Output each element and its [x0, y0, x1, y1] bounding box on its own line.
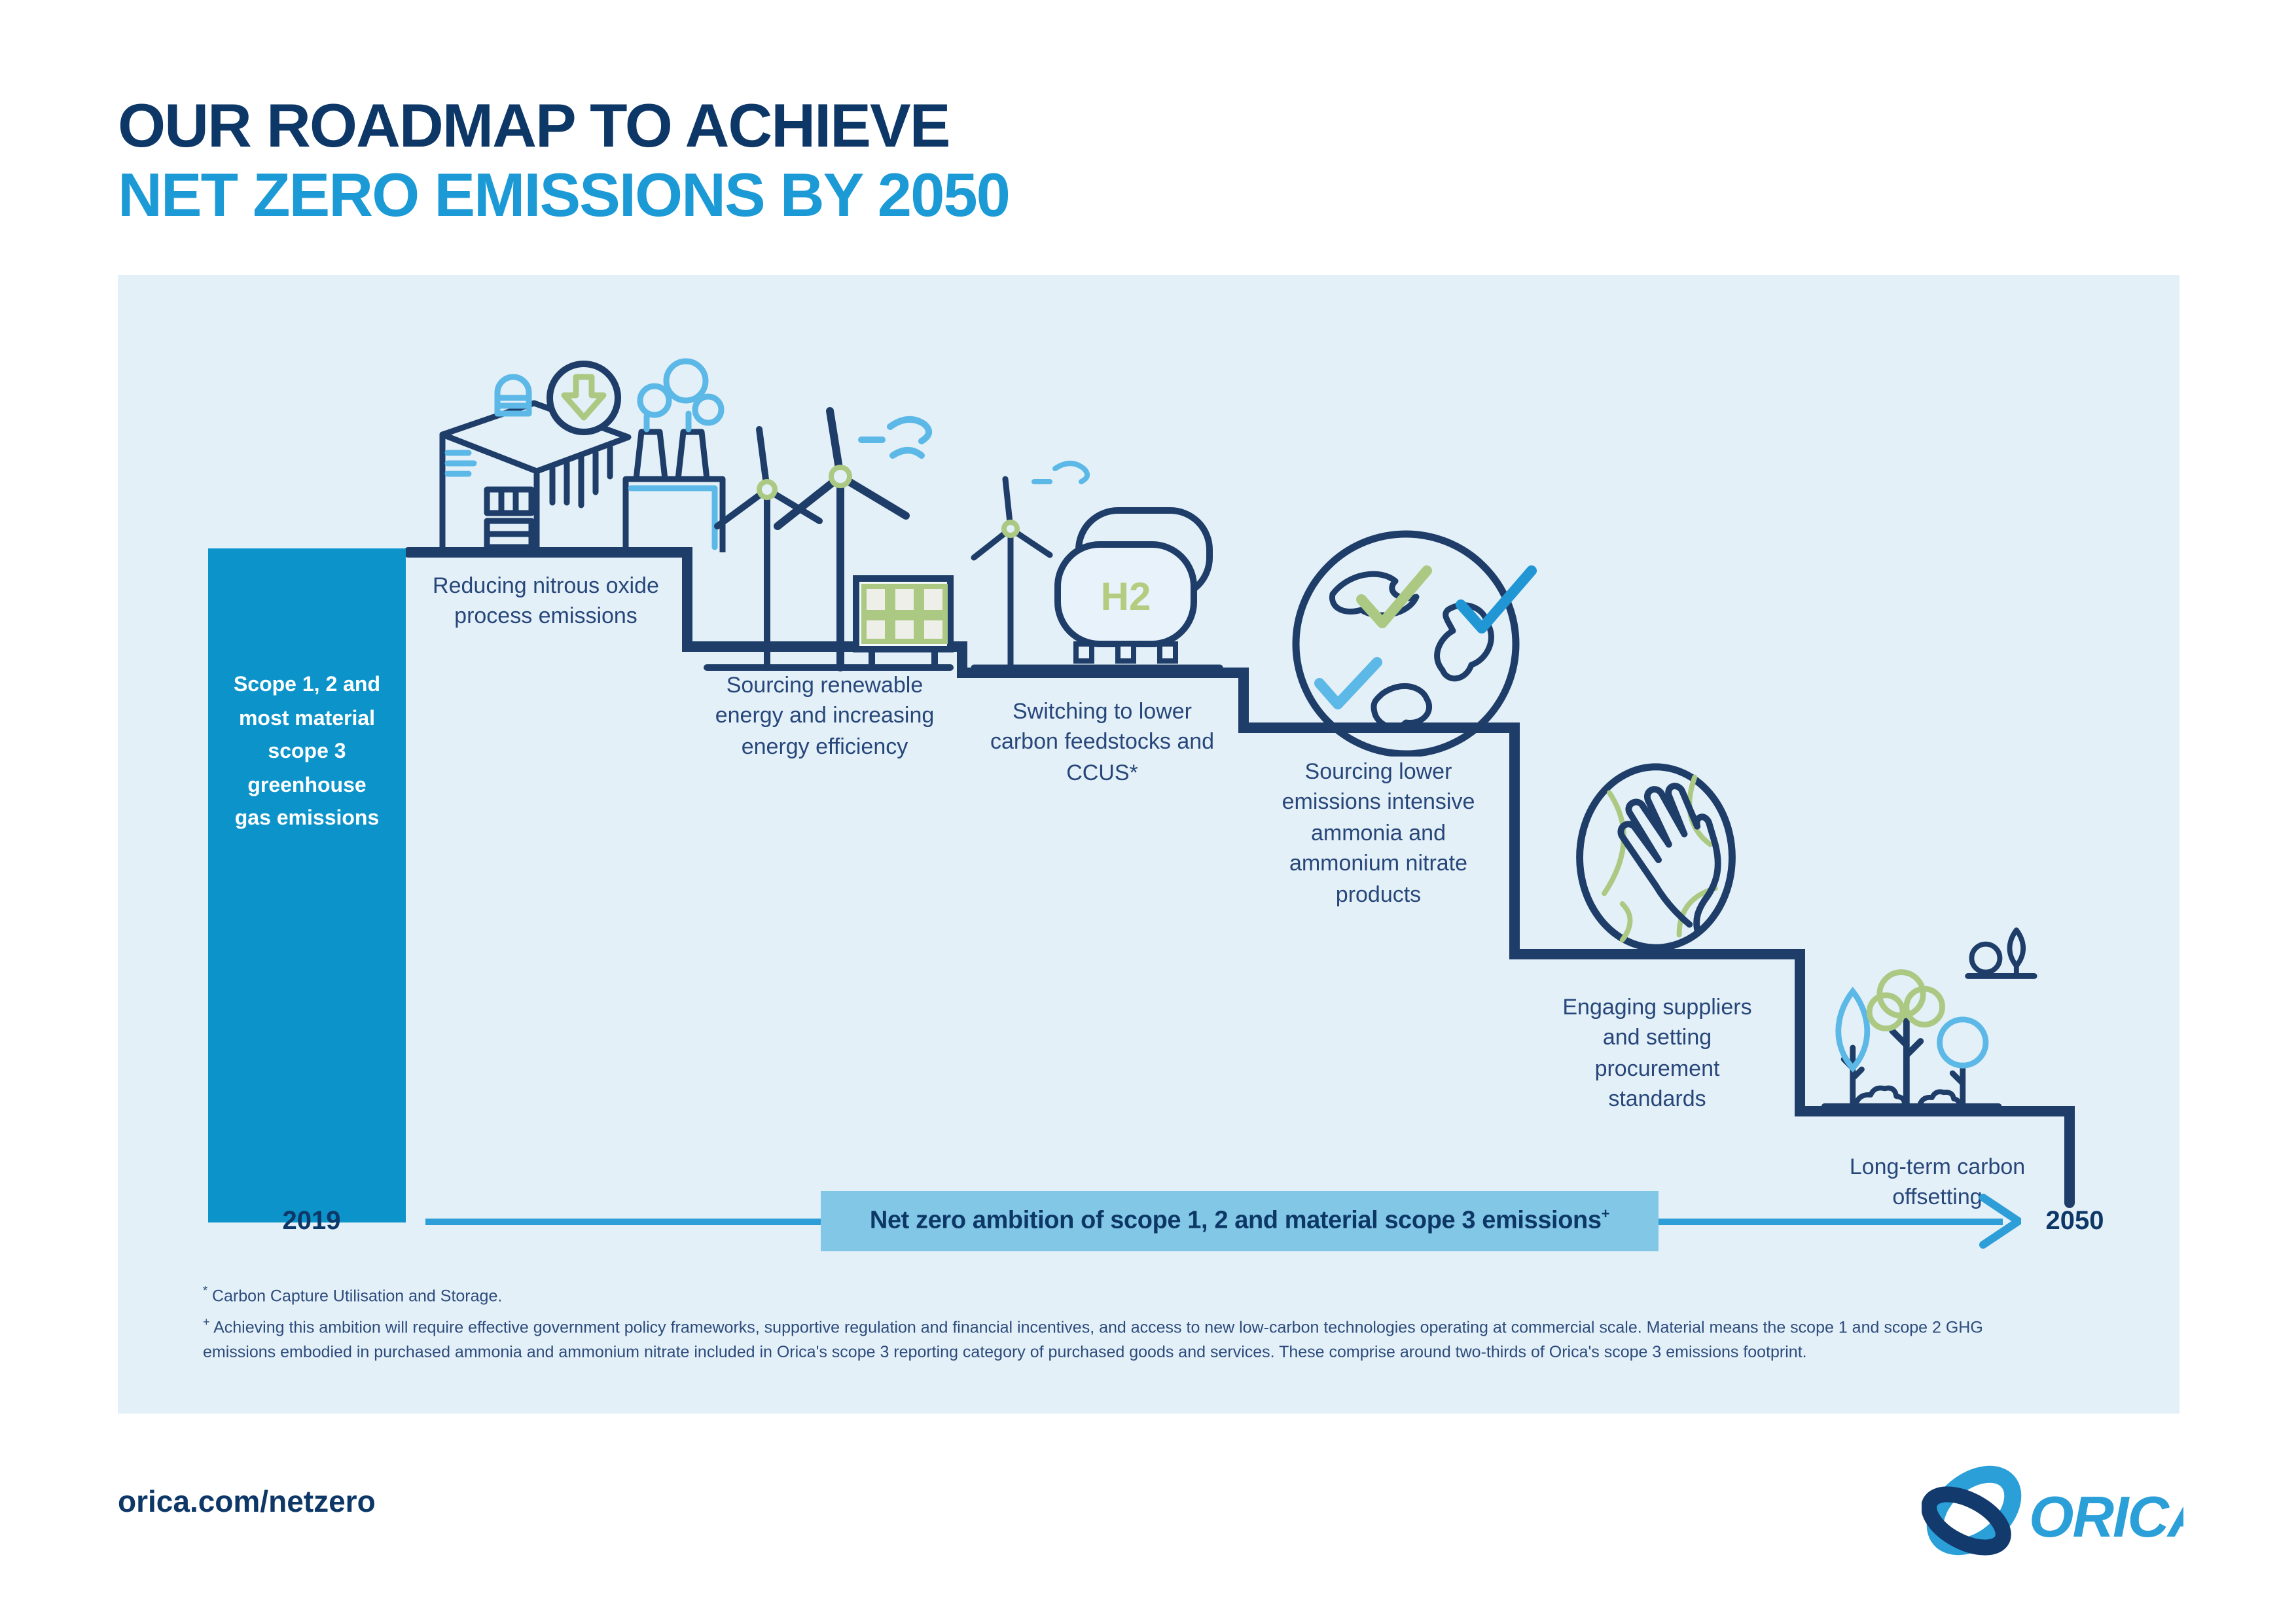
orica-logo: ORICA [1922, 1465, 2183, 1556]
timeline-arrowhead-icon [1979, 1194, 2021, 1249]
footnote-ccus: * Carbon Capture Utilisation and Storage… [203, 1284, 503, 1306]
hydrogen-tank-icon: H2 [971, 461, 1223, 671]
supplier-hand-icon [1576, 763, 1736, 952]
globe-checkmarks-icon [1292, 530, 1537, 757]
h2-label: H2 [1101, 575, 1151, 618]
staircase-line [403, 547, 2075, 1208]
timeline-start-year: 2019 [282, 1207, 341, 1236]
page-title-line1: OUR ROADMAP TO ACHIEVE [118, 90, 950, 160]
footnote-ambition: + Achieving this ambition will require e… [203, 1315, 1983, 1361]
net-zero-banner: Net zero ambition of scope 1, 2 and mate… [821, 1191, 1659, 1251]
timeline-arrow-right-segment [1659, 1219, 2003, 1225]
net-zero-banner-label: Net zero ambition of scope 1, 2 and mate… [869, 1206, 1610, 1235]
orica-netzero-link[interactable]: orica.com/netzero [118, 1484, 376, 1518]
offset-trees-icon [1821, 927, 2037, 1110]
orica-logo-wordmark: ORICA [2029, 1484, 2183, 1549]
page-title: OUR ROADMAP TO ACHIEVE NET ZERO EMISSION… [118, 90, 1011, 230]
wind-solar-icon [704, 407, 954, 671]
page-title-line2: NET ZERO EMISSIONS BY 2050 [118, 159, 1011, 229]
timeline-arrow-left-segment [425, 1219, 821, 1225]
timeline-end-year: 2050 [2045, 1207, 2104, 1236]
factory-emissions-icon [439, 358, 726, 552]
